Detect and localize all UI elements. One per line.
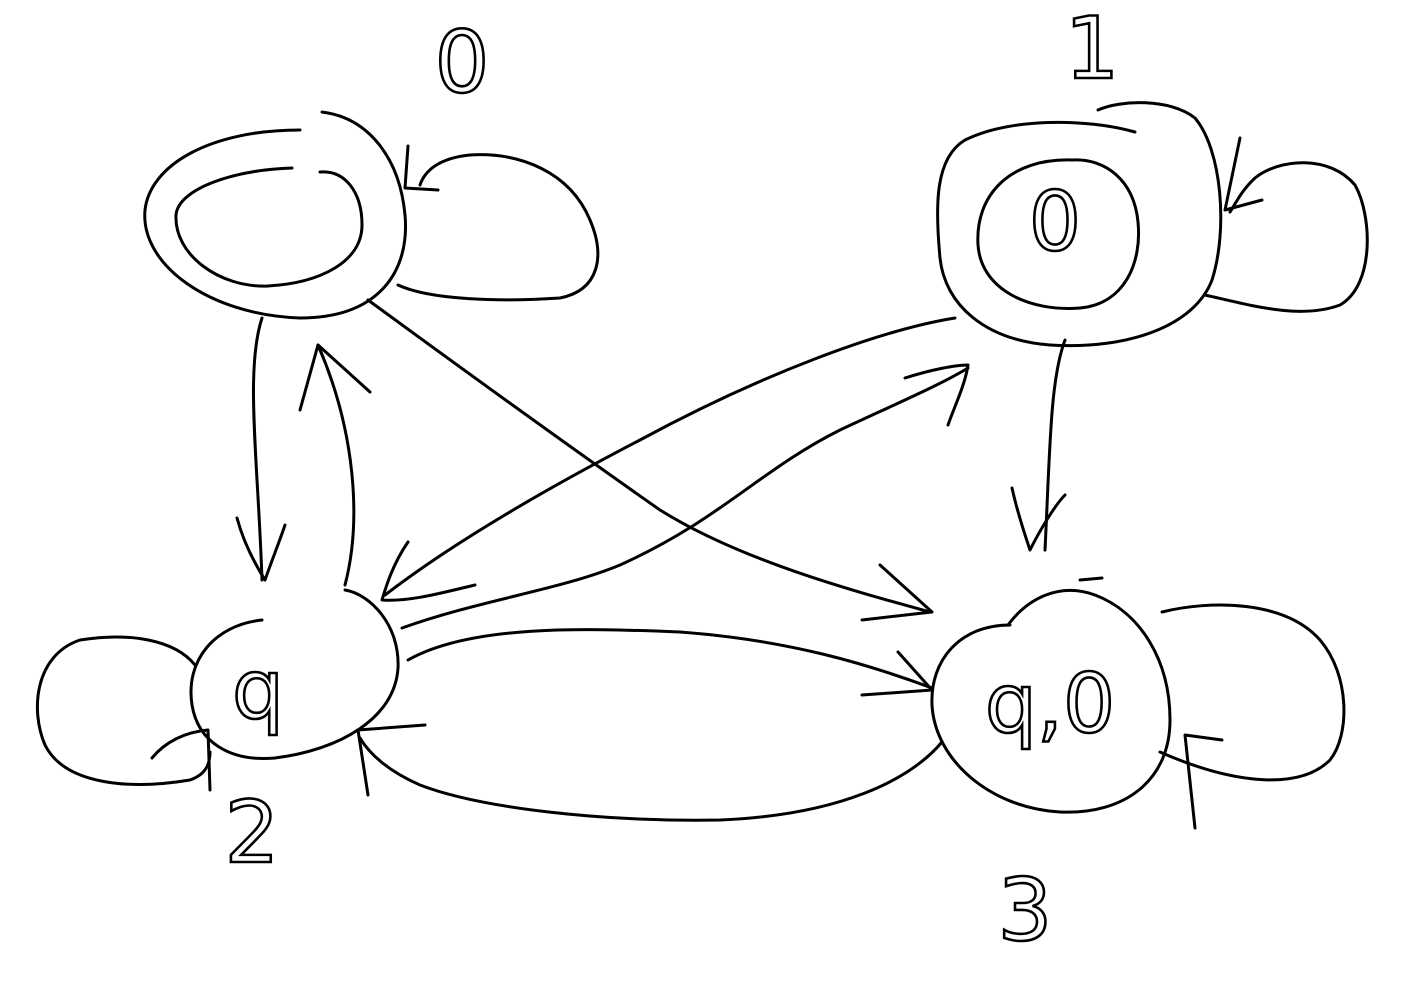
edge-2-to-3-arrowhead: [860, 650, 934, 697]
state-2-label: 2: [225, 783, 280, 883]
edge-0-to-3-line: [366, 298, 932, 614]
state-1: [936, 101, 1369, 348]
edge-2-to-0-arrowhead: [298, 343, 372, 412]
edge-0-to-3: [366, 298, 934, 622]
state-0-inner-circle: [174, 166, 364, 288]
edge-1-to-3: [1010, 338, 1067, 552]
edge-2-to-0-line: [316, 343, 356, 587]
edge-0-to-3-arrowhead: [860, 563, 934, 622]
state-1-outer-box: [936, 101, 1223, 348]
state-0-label: 0: [435, 13, 490, 113]
edge-3-to-2-line: [358, 736, 944, 822]
edge-3-to-2: [356, 723, 944, 822]
state-2-self-loop: [35, 635, 212, 786]
edge-0-to-2: [235, 316, 287, 582]
edge-3-to-2-arrowhead: [356, 723, 427, 797]
state-0-self-loop: [396, 153, 600, 302]
edge-2-to-1-line: [400, 366, 970, 630]
edge-2-to-3-line: [406, 628, 934, 690]
state-3-symbol: q,0: [985, 657, 1115, 752]
edge-1-to-3-arrowhead: [1010, 486, 1067, 552]
state-3-circle: [930, 588, 1172, 814]
edge-1-to-2-arrowhead: [380, 540, 477, 602]
state-2-symbol: q: [232, 643, 284, 738]
state-1-self-loop: [1203, 161, 1369, 313]
edge-2-to-1-arrowhead: [903, 363, 970, 427]
edge-1-to-2: [380, 316, 957, 602]
state-3-label: 3: [998, 861, 1053, 961]
state-0-self-loop-arrowhead: [403, 144, 440, 192]
state-1-label: 1: [1065, 0, 1120, 99]
state-1-symbol: 0: [1029, 175, 1081, 270]
edge-2-to-3: [406, 628, 934, 697]
edge-0-to-2-arrowhead: [235, 516, 287, 582]
state-0-outer-circle: [143, 110, 408, 320]
edge-0-to-2-line: [251, 316, 264, 582]
state-2-circle: [189, 588, 400, 760]
edge-1-to-3-line: [1043, 338, 1067, 552]
state-1-self-loop-arrowhead: [1223, 136, 1264, 212]
state-1-inner-circle: [976, 158, 1141, 310]
state-2-self-loop-arrowhead: [150, 728, 212, 792]
edge-2-to-0: [298, 343, 372, 587]
state-3-self-loop: [1158, 603, 1346, 782]
state-3-top-tick: [1078, 576, 1104, 582]
edge-1-to-2-line: [383, 316, 957, 597]
state-2: [35, 588, 400, 792]
state-3: [930, 576, 1346, 830]
state-3-self-loop-arrowhead: [1183, 733, 1224, 830]
state-0: [143, 110, 600, 320]
edge-2-to-1: [400, 363, 970, 630]
